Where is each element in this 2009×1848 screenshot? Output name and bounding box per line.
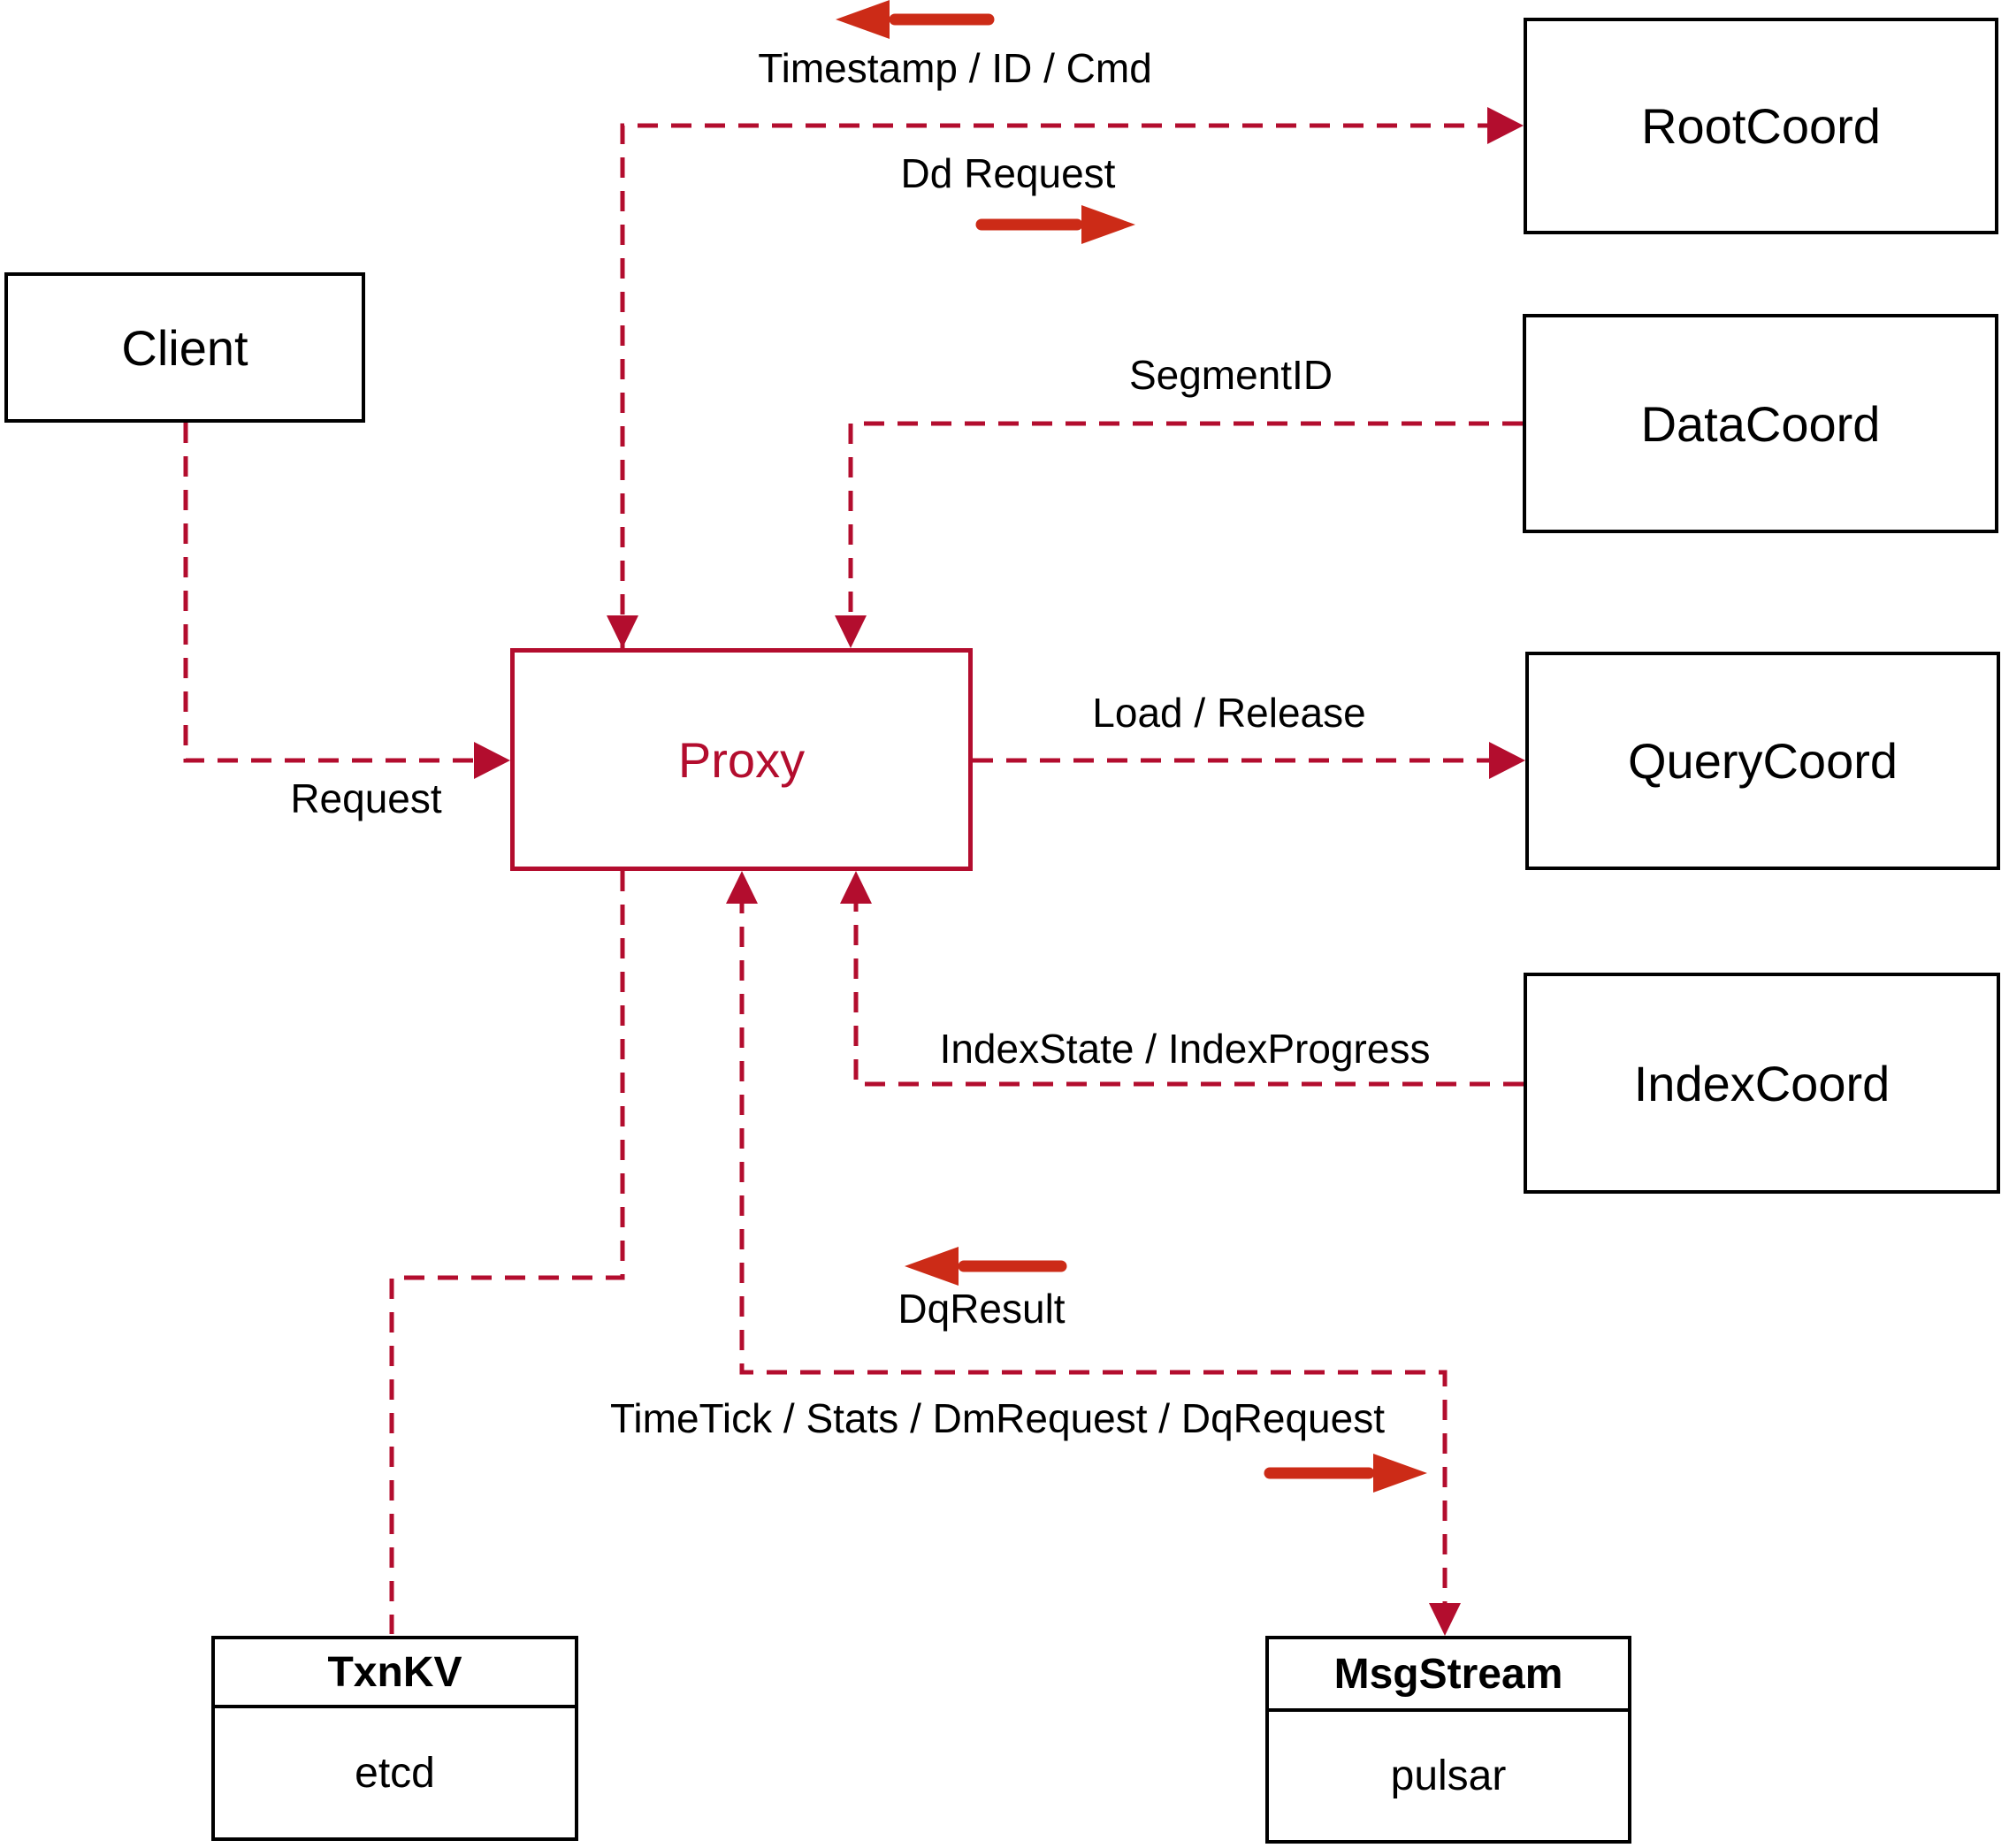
arrowhead-into-rootcoord: [1487, 107, 1524, 144]
edge-datacoord-proxy: [835, 421, 1523, 648]
edge-proxy-txnkv: [389, 871, 625, 1634]
edge-label-load-release: Load / Release: [1092, 690, 1366, 736]
node-datacoord-label: DataCoord: [1640, 395, 1881, 452]
edge-proxy-rootcoord: [607, 107, 1524, 648]
node-client-label: Client: [121, 319, 248, 376]
arrowhead-into-msgstream: [1429, 1603, 1461, 1636]
node-indexcoord: IndexCoord: [1524, 973, 2000, 1194]
right-arrow-icon: [1264, 1454, 1427, 1493]
arrowhead-into-proxy-left: [474, 742, 510, 779]
left-arrow-icon: [905, 1247, 1067, 1286]
edge-label-indexstate-indexprogress: IndexState / IndexProgress: [939, 1026, 1431, 1072]
node-proxy-label: Proxy: [677, 731, 806, 788]
txnkv-title: TxnKV: [215, 1639, 575, 1708]
arrowhead-into-proxy-top-left: [607, 615, 638, 648]
edge-label-request: Request: [290, 775, 442, 821]
node-client: Client: [4, 272, 365, 423]
txnkv-impl: etcd: [355, 1749, 435, 1797]
edge-label-timestamp-id-cmd: Timestamp / ID / Cmd: [758, 45, 1152, 91]
msgstream-title: MsgStream: [1269, 1639, 1628, 1712]
node-txnkv: TxnKV etcd: [211, 1636, 578, 1841]
edge-proxy-querycoord: [973, 742, 1525, 779]
arrowhead-into-querycoord: [1489, 742, 1525, 779]
node-querycoord-label: QueryCoord: [1627, 733, 1898, 789]
left-arrow-icon: [836, 0, 995, 39]
node-rootcoord-label: RootCoord: [1641, 98, 1881, 154]
arrowhead-into-proxy-bottom-right: [840, 871, 872, 904]
edge-label-dqresult: DqResult: [898, 1286, 1066, 1332]
edge-client-proxy: [183, 423, 510, 779]
node-proxy: Proxy: [510, 648, 973, 871]
node-querycoord: QueryCoord: [1525, 652, 2000, 870]
node-datacoord: DataCoord: [1523, 314, 1998, 533]
edge-label-timetick-stats-dmrequest-dqrequest: TimeTick / Stats / DmRequest / DqRequest: [610, 1395, 1385, 1441]
node-indexcoord-label: IndexCoord: [1633, 1055, 1891, 1111]
node-rootcoord: RootCoord: [1524, 18, 1998, 234]
right-arrow-icon: [975, 205, 1135, 244]
arrowhead-into-proxy-top-right: [835, 615, 867, 648]
node-msgstream: MsgStream pulsar: [1265, 1636, 1631, 1844]
edge-label-dd-request: Dd Request: [900, 150, 1116, 196]
arrowhead-into-proxy-bottom-left: [726, 871, 758, 904]
edge-indexcoord-proxy: [840, 871, 1524, 1087]
edge-label-segmentid: SegmentID: [1128, 352, 1333, 398]
edge-proxy-msgstream: [726, 871, 1461, 1636]
msgstream-impl: pulsar: [1390, 1753, 1507, 1799]
